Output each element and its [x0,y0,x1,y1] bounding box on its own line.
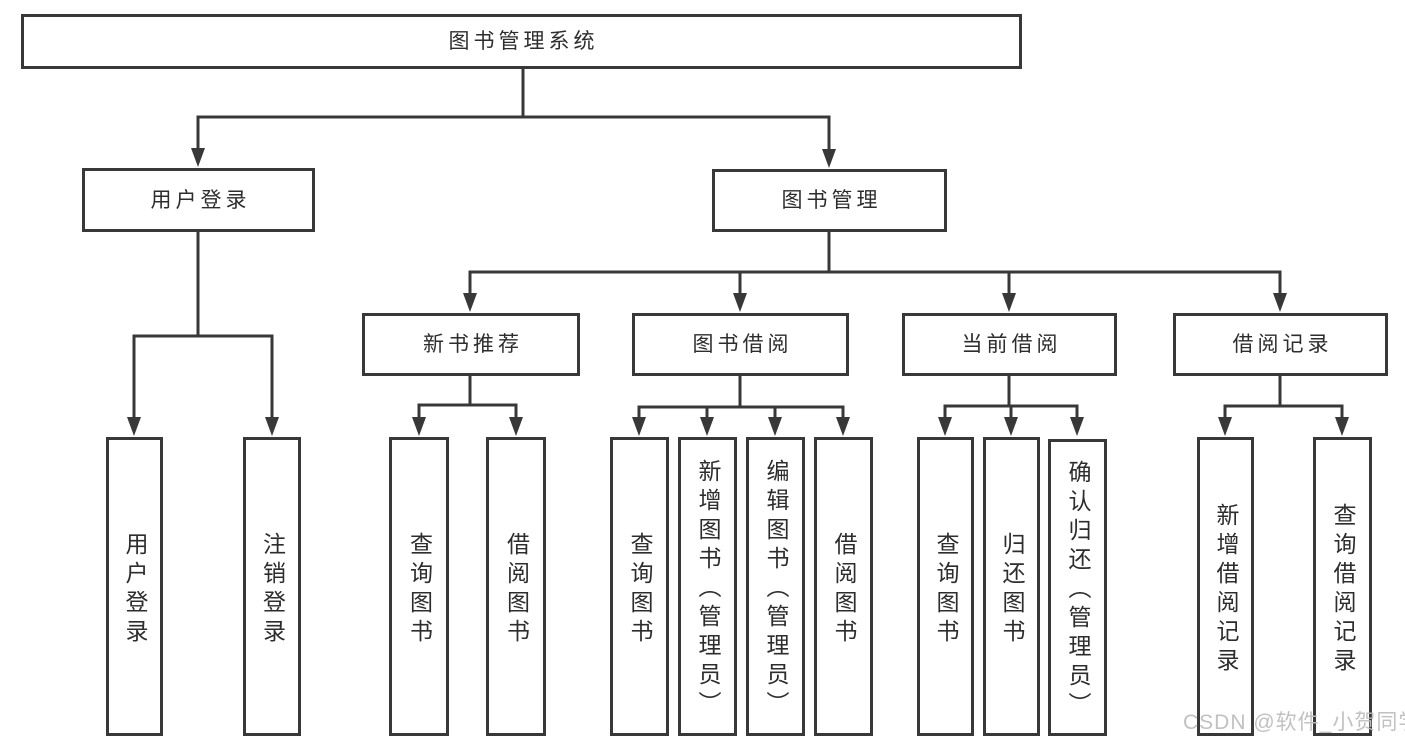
node-current-borrow-label: 当前借阅 [961,333,1062,356]
node-leaf-user-login-label: 用户登录 [122,531,148,648]
node-br-add-record-label: 新增借阅记录 [1213,502,1239,677]
node-cb-query-book-label: 查询图书 [933,531,959,648]
node-br-add-record: 新增借阅记录 [1197,437,1254,736]
node-nb-query-book-label: 查询图书 [406,531,433,648]
csdn-watermark: CSDN @软件_小贺同学 [1183,711,1405,734]
node-bb-add-book: 新增图书（管理员） [678,437,737,736]
node-cb-confirm-return: 确认归还（管理员） [1048,439,1107,736]
node-book-borrow: 图书借阅 [632,313,849,376]
node-borrow-records: 借阅记录 [1173,313,1388,376]
node-nb-borrow-book: 借阅图书 [486,437,546,736]
node-cb-return-book: 归还图书 [983,437,1040,736]
node-book-borrow-label: 图书借阅 [692,333,793,356]
arrowhead-icons [127,148,1349,436]
node-bb-query-book-label: 查询图书 [627,531,653,648]
node-cb-confirm-return-label: 确认归还（管理员） [1065,460,1091,721]
node-bb-query-book: 查询图书 [610,437,669,736]
node-leaf-logout: 注销登录 [243,437,301,736]
node-leaf-logout-label: 注销登录 [259,531,286,648]
node-bb-edit-book: 编辑图书（管理员） [746,437,805,736]
node-nb-query-book: 查询图书 [389,437,449,736]
node-bb-borrow-book-label: 借阅图书 [831,531,857,648]
node-bb-add-book-label: 新增图书（管理员） [695,459,721,720]
node-nb-borrow-book-label: 借阅图书 [503,531,530,648]
node-new-book-recommend-label: 新书推荐 [423,333,523,356]
node-new-book-recommend: 新书推荐 [362,313,580,376]
node-br-query-record: 查询借阅记录 [1313,437,1372,736]
node-book-management-label: 图书管理 [781,189,882,212]
node-user-login: 用户登录 [82,168,315,232]
node-leaf-user-login: 用户登录 [106,437,163,736]
node-cb-return-book-label: 归还图书 [999,531,1025,648]
node-bb-edit-book-label: 编辑图书（管理员） [763,459,789,720]
node-book-management: 图书管理 [712,169,947,232]
node-root-label: 图书管理系统 [448,30,599,53]
node-user-login-label: 用户登录 [150,188,251,212]
node-root: 图书管理系统 [21,14,1022,69]
node-borrow-records-label: 借阅记录 [1232,333,1333,356]
node-cb-query-book: 查询图书 [917,437,974,736]
node-br-query-record-label: 查询借阅记录 [1330,502,1356,677]
node-current-borrow: 当前借阅 [902,313,1117,376]
node-bb-borrow-book: 借阅图书 [814,437,873,736]
